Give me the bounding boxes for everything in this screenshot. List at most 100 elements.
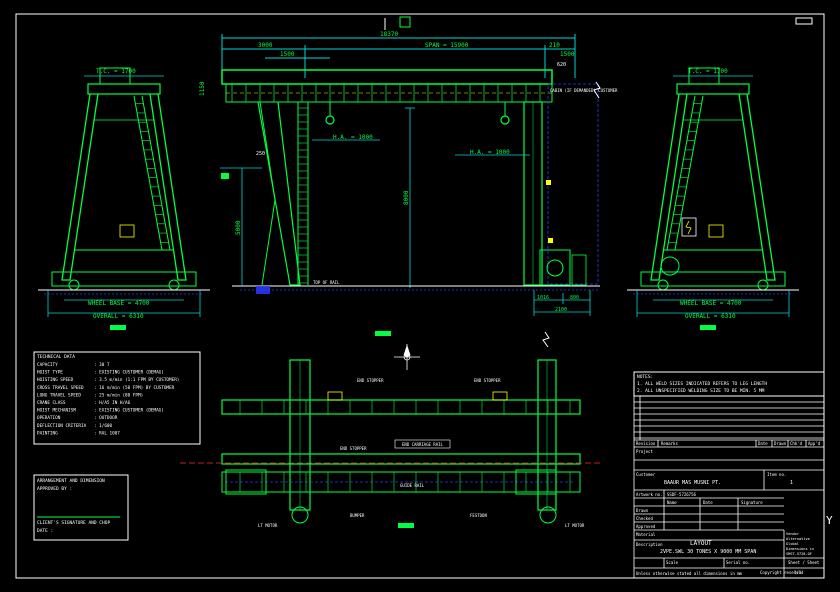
tech-data-rows: CAPACITY : 30 T HOIST TYPE : EXISTING CUSTO… bbox=[37, 362, 179, 436]
tech-data-box bbox=[33, 351, 201, 445]
tech-row-value: : 3.5 m/min (1:1 FPM BY CUSTOMER) bbox=[94, 377, 179, 383]
dim-cab: 250 bbox=[256, 151, 265, 157]
plan-end-stopper-1: END STOPPER bbox=[357, 378, 384, 383]
approval-sign: CLIENT'S SIGNATURE AND CHOP bbox=[37, 520, 110, 526]
tb-sheet-no: 1/1 bbox=[794, 570, 802, 575]
plan-rail-1: END CARRIAGE RAIL bbox=[402, 442, 444, 447]
tb-approved: Approved bbox=[636, 524, 656, 529]
tb-customer: BAAUR MAS MUSNI PT. bbox=[664, 480, 721, 486]
tb-footer: Unless otherwise stated all dimensions i… bbox=[636, 571, 743, 576]
tb-artwork-no: SSDF-5726756 bbox=[667, 492, 696, 497]
end-view-right bbox=[627, 67, 799, 317]
cabin-note: CABIN (IF DEMANDED) CUSTOMER bbox=[550, 88, 618, 93]
dim-total: 18370 bbox=[380, 31, 398, 38]
dim-ha-right: H.A. = 1000 bbox=[470, 149, 510, 156]
tb-drawn: Drawn bbox=[636, 508, 649, 513]
tb-h-name: Name bbox=[667, 500, 677, 505]
tb-right-4: Dimensions in bbox=[786, 547, 814, 551]
tech-row-value: : 25 m/min (80 FPM) bbox=[94, 392, 143, 398]
tb-material: Material bbox=[636, 532, 656, 537]
front-view-marker bbox=[375, 331, 391, 336]
right-view-marker bbox=[700, 325, 716, 330]
right-overall: OVERALL = 6310 bbox=[685, 313, 736, 320]
tech-row-key: HOISTING SPEED bbox=[37, 377, 74, 383]
note-1: 1. ALL WELD SIZES INDICATED REFERS TO LE… bbox=[637, 381, 767, 387]
plan-bumper: BUMPER bbox=[350, 513, 365, 518]
dim-span: SPAN = 15900 bbox=[425, 42, 469, 49]
tb-h-sign: Signature bbox=[741, 500, 763, 505]
approval-approved: APPROVED BY : bbox=[37, 486, 72, 492]
dim-gauge-right: 1500 bbox=[560, 51, 575, 58]
dim-height-top: 1150 bbox=[199, 81, 206, 96]
dim-ha-left: H.A. = 1000 bbox=[333, 134, 373, 141]
approval-box bbox=[33, 474, 129, 541]
tech-row-value: : 1/600 bbox=[94, 423, 113, 429]
tech-row-value: : EXISTING CUSTOMER (DEMAG) bbox=[94, 408, 164, 414]
tb-layout: LAYOUT bbox=[690, 540, 712, 547]
dim-bottom-1: 1016 bbox=[537, 295, 549, 301]
tech-row-key: CROSS TRAVEL SPEED bbox=[37, 385, 84, 391]
tb-right-5: SMST-5728-OF bbox=[786, 552, 812, 556]
plan-festoon: FESTOON bbox=[470, 513, 487, 518]
dim-gauge-top: 1500 bbox=[280, 51, 295, 58]
tb-h-apprd: App'd bbox=[808, 441, 821, 446]
tb-h-chkd: Chk'd bbox=[790, 441, 803, 446]
tech-data-title: TECHNICAL DATA bbox=[37, 354, 75, 360]
dim-gauge-right-2: 620 bbox=[557, 62, 566, 68]
tb-right-2: Alternative bbox=[786, 537, 810, 541]
tech-row-key: OPERATION bbox=[37, 415, 61, 421]
tech-row-key: CAPACITY bbox=[37, 362, 58, 368]
title-block bbox=[633, 395, 825, 579]
dim-bottom-3: 2100 bbox=[555, 307, 567, 313]
plan-end-stopper-2: END STOPPER bbox=[474, 378, 501, 383]
approval-date: DATE : bbox=[37, 528, 53, 534]
left-tc-label: T.C. = 1700 bbox=[96, 68, 136, 75]
tech-row-value: : 30 T bbox=[94, 362, 110, 368]
plan-view bbox=[180, 331, 600, 528]
tb-copyright: Copyright reserved bbox=[760, 570, 804, 575]
tech-row-value: : RAL 1007 bbox=[94, 430, 120, 436]
notes-title: NOTES: bbox=[637, 374, 653, 380]
tb-artwork-label: Artwork no. bbox=[636, 492, 663, 497]
left-wheel-base: WHEEL BASE = 4700 bbox=[88, 300, 150, 307]
dim-right-cantilever: 210 bbox=[549, 42, 560, 49]
drawing-border bbox=[15, 13, 825, 579]
tech-row-key: DEFLECTION CRITERIA bbox=[37, 423, 87, 429]
tech-row-key: HOIST MECHANISM bbox=[37, 408, 76, 414]
plan-lt-motor-2: LT MOTOR bbox=[565, 523, 585, 528]
rail-note: TOP OF RAIL bbox=[313, 280, 340, 285]
end-view-left bbox=[38, 67, 210, 317]
tb-description: Description bbox=[636, 542, 663, 547]
tech-row-key: PAINTING bbox=[37, 430, 58, 436]
tb-h-remarks: Remarks bbox=[661, 441, 678, 446]
plan-rail-2: GUIDE RAIL bbox=[400, 483, 425, 488]
right-wheel-base: WHEEL BASE = 4700 bbox=[680, 300, 742, 307]
plan-lt-motor-1: LT MOTOR bbox=[258, 523, 278, 528]
tb-item-label: Item no. bbox=[767, 472, 786, 477]
dim-bottom-2: 800 bbox=[570, 295, 579, 301]
tb-serial: Serial no. bbox=[726, 560, 750, 565]
tb-sheet: Sheet / Sheet bbox=[788, 560, 820, 565]
tb-h-date2: Date bbox=[703, 500, 713, 505]
dim-ground-left: 5000 bbox=[235, 220, 242, 235]
tb-right-1: Vendor bbox=[786, 532, 800, 536]
tech-row-key: HOIST TYPE bbox=[37, 370, 63, 376]
tech-row-value: : H/A5 IN H/A6 bbox=[94, 400, 131, 406]
tb-project: Project bbox=[636, 449, 653, 454]
right-tc-label: T.C. = 1700 bbox=[688, 68, 728, 75]
tb-scale-label: Scale bbox=[666, 560, 679, 565]
tech-row-value: : 16 m/min (50 FPM) BY CUSTOMER bbox=[94, 385, 175, 391]
tb-h-date: Date bbox=[758, 441, 768, 446]
tb-h-drawn: Drawn bbox=[774, 441, 787, 446]
dim-left-cantilever: 3000 bbox=[258, 42, 273, 49]
tech-row-value: : OUTDOOR bbox=[94, 415, 118, 421]
front-elevation bbox=[220, 34, 601, 316]
tb-customer-label: Customer bbox=[636, 472, 656, 477]
ucs-cursor: Y bbox=[826, 514, 833, 527]
dim-lift: 8000 bbox=[403, 190, 410, 205]
tb-right-3: Global bbox=[786, 542, 799, 546]
north-marker bbox=[384, 16, 813, 30]
tech-row-value: : EXISTING CUSTOMER (DEMAG) bbox=[94, 370, 164, 376]
